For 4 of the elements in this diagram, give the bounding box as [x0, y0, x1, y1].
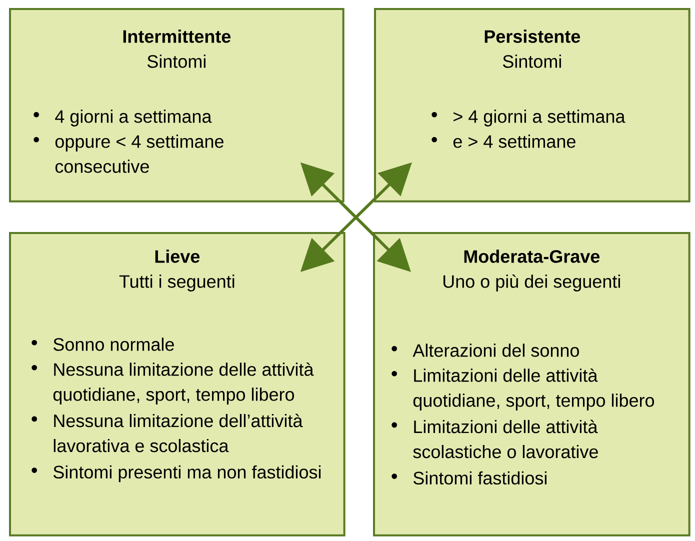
category-box: Moderata-Grave Uno o più dei seguenti Alterazioni del sonno Limitazioni delle attività quotidiane, sport, tempo libero Limitazioni delle attività scolastiche o lavorative Sintomi fastidiosi: [373, 232, 690, 536]
category-box: Persistente Sintomi > 4 giorni a settimana e > 4 settimane: [374, 8, 690, 202]
category-box: Intermittente Sintomi 4 giorni a settimana oppure < 4 settimane consecutive: [9, 8, 344, 202]
category-box: Lieve Tutti i seguenti Sonno normale Nessuna limitazione delle attività quotidiane, sport, tempo libero Nessuna limitazione dell’attività lavorativa e scolastica Sintomi presenti ma non fastidiosi: [9, 232, 346, 536]
